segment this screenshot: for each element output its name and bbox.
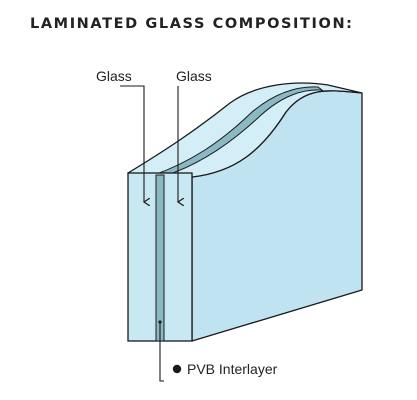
pvb-interlayer-top (153, 86, 324, 177)
pvb-interlayer-label: PVB Interlayer (187, 361, 278, 377)
glass-top-face (127, 82, 363, 178)
bullet-icon (172, 364, 182, 374)
pvb-interlayer-front (155, 174, 165, 342)
diagram-title: LAMINATED GLASS COMPOSITION: (30, 16, 354, 32)
glass-left-label: Glass (96, 68, 132, 84)
glass-left-pointer (120, 85, 144, 202)
glass-right-label: Glass (176, 68, 212, 84)
pvb-interlayer-pointer-dot (158, 320, 162, 324)
pvb-interlayer-pointer (159, 322, 164, 382)
